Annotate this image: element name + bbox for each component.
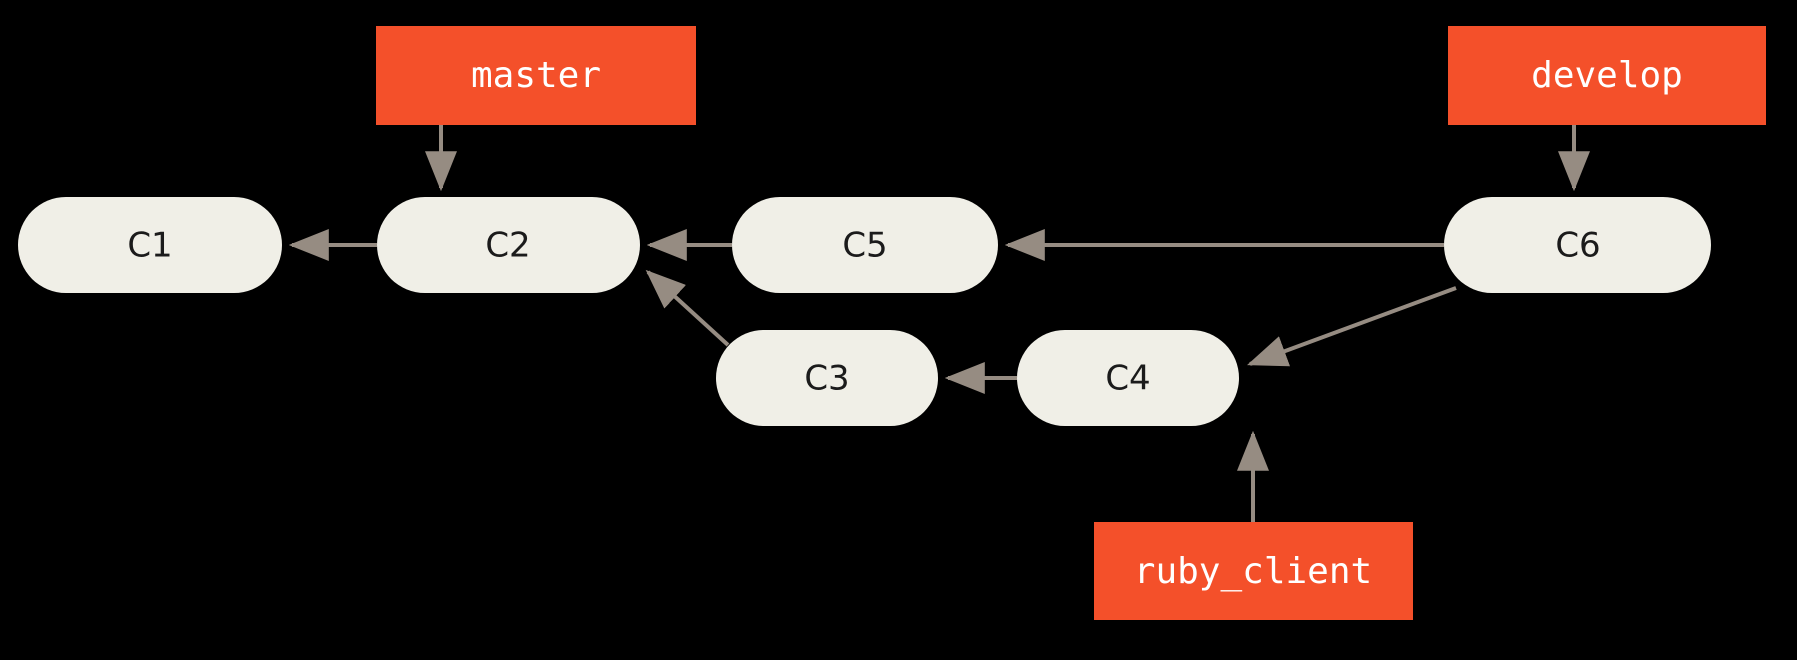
branch-node-ruby-client[interactable]: ruby_client <box>1094 522 1413 620</box>
commit-node-c6[interactable]: C6 <box>1444 197 1711 293</box>
commit-shape-c3 <box>716 330 938 426</box>
branch-shape-develop <box>1448 26 1766 125</box>
branch-label-master: master <box>471 55 601 96</box>
commit-shape-c6 <box>1444 197 1711 293</box>
branch-shape-master <box>376 26 696 125</box>
commit-label-c4: C4 <box>1105 359 1150 399</box>
branch-label-develop: develop <box>1531 55 1683 96</box>
commit-node-c3[interactable]: C3 <box>716 330 938 426</box>
commit-label-c6: C6 <box>1555 226 1600 266</box>
commit-shape-c5 <box>732 197 998 293</box>
commit-label-c1: C1 <box>127 226 172 266</box>
branch-node-master[interactable]: master <box>376 26 696 125</box>
branch-shape-ruby-client <box>1094 522 1413 620</box>
edge-layer <box>288 125 1590 522</box>
edge-c6-to-c4 <box>1246 286 1457 367</box>
edge-c3-to-c2 <box>645 269 730 347</box>
branch-label-ruby-client: ruby_client <box>1134 551 1372 592</box>
commit-label-c5: C5 <box>842 226 887 266</box>
branch-node-develop[interactable]: develop <box>1448 26 1766 125</box>
commit-node-c5[interactable]: C5 <box>732 197 998 293</box>
commit-node-c1[interactable]: C1 <box>18 197 282 293</box>
commit-label-c2: C2 <box>485 226 530 266</box>
commit-shape-c1 <box>18 197 282 293</box>
branch-layer: master develop ruby_client <box>376 26 1766 620</box>
commit-node-c4[interactable]: C4 <box>1017 330 1239 426</box>
commit-label-c3: C3 <box>804 359 849 399</box>
commit-node-c2[interactable]: C2 <box>377 197 640 293</box>
commit-shape-c2 <box>377 197 640 293</box>
commit-layer: C1 C2 C5 C6 C3 C4 <box>18 197 1711 426</box>
commit-shape-c4 <box>1017 330 1239 426</box>
